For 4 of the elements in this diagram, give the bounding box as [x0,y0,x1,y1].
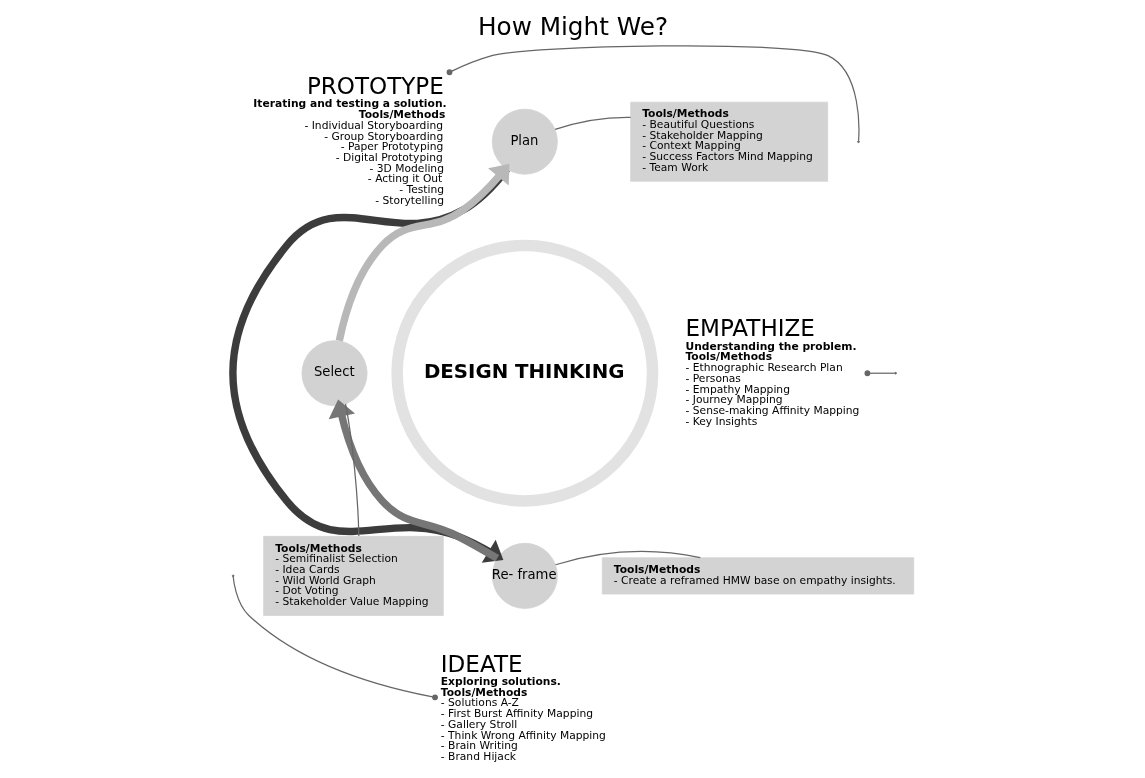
node-text: EMPATHIZE Understanding the problem. Tools/Methods - Ethnographic Research Plan - Personas - Empathy Mapping - Journey Mapping - Sense-making Affinity Mapping - Key Insights [684,315,859,428]
node-text: IDEATE Exploring solutions. Tools/Methods - Solutions A-Z - First Burst Affinity Mapping - Gallery Stroll - Think Wrong Affinity Mapping - Brain Writing - Brand Hijack [440,650,606,763]
diagram-title: How Might We? [477,11,668,41]
node-text: PROTOTYPE Iterating and testing a solution. Tools/Methods - Individual Storyboarding - Group Storyboarding - Paper Prototyping - Digital Prototyping - 3D Modeling - Acting it Out - Testing - Storytelling [252,73,447,207]
